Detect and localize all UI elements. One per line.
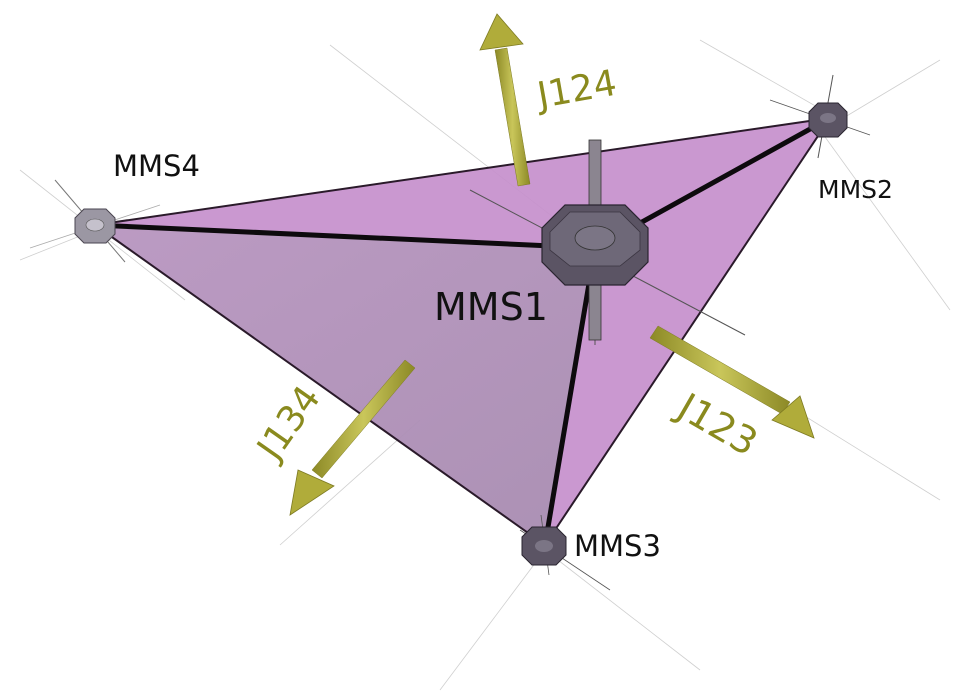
label-mms4: MMS4 (113, 149, 200, 183)
label-j124: J124 (532, 63, 619, 118)
spacecraft-mms4 (29, 179, 161, 263)
face-mms4-mms2-mms1 (95, 118, 830, 248)
edge-mms4-mms2 (94, 117, 831, 226)
spacecraft-mms1 (469, 139, 746, 345)
label-j134: J134 (249, 379, 329, 469)
edge-mms2-mms3 (544, 117, 831, 546)
label-mms1: MMS1 (434, 285, 548, 329)
arrow-j123 (649, 325, 815, 439)
label-mms3: MMS3 (574, 529, 661, 563)
face-mms4-mms1-mms3 (95, 225, 595, 545)
edge-mms1-mms3 (542, 245, 598, 548)
label-mms2: MMS2 (818, 175, 893, 204)
edge-mms4-mms3 (94, 224, 546, 546)
spacecraft-mms2 (769, 74, 871, 159)
arrow-j124 (479, 13, 531, 187)
spacecraft-mms3 (519, 514, 611, 591)
arrow-j134 (289, 359, 416, 516)
edge-mms4-mms1 (92, 222, 598, 251)
